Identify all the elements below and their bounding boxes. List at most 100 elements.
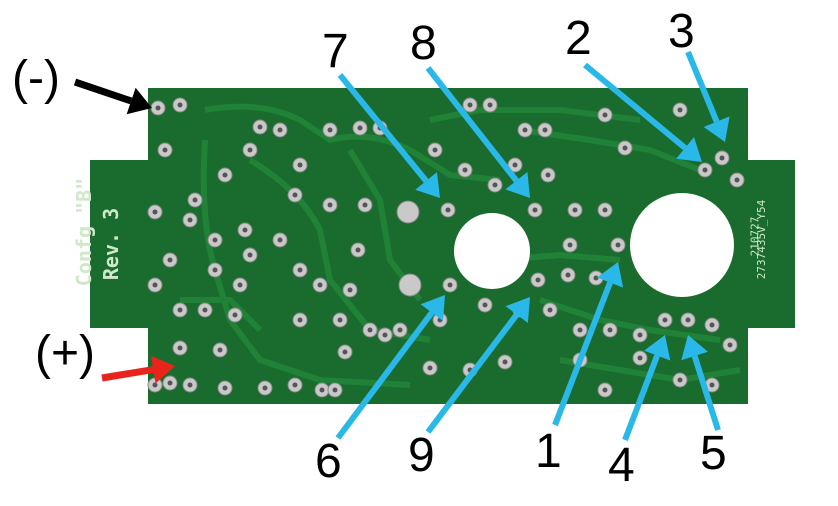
large-hole-right xyxy=(630,193,734,297)
pad-hole xyxy=(202,307,208,313)
arrow-pin-9-shaft xyxy=(425,312,520,434)
arrow-pin-1-shaft xyxy=(552,281,613,427)
arrow-pin-6-shaft xyxy=(335,310,435,440)
pad-hole xyxy=(615,242,621,248)
label-pin-1: 1 xyxy=(535,425,562,478)
arrow-pin-9-head xyxy=(505,297,530,323)
pad-hole xyxy=(565,272,571,278)
pad-hole xyxy=(277,127,283,133)
pad-hole xyxy=(247,147,253,153)
large-hole-left xyxy=(454,213,530,289)
label-pin-2: 2 xyxy=(565,12,592,65)
pad-hole xyxy=(577,327,583,333)
pad-hole xyxy=(542,127,548,133)
pad-hole xyxy=(607,327,613,333)
arrow-pin-3-shaft xyxy=(685,50,720,123)
pad-hole xyxy=(177,307,183,313)
label-plus: (+) xyxy=(35,327,95,380)
pad-hole xyxy=(567,242,573,248)
pad-hole xyxy=(152,382,158,388)
pad-hole xyxy=(177,102,183,108)
pad-hole xyxy=(535,277,541,283)
pad-hole xyxy=(257,124,263,130)
pad-hole xyxy=(212,267,218,273)
arrow-pin-8-shaft xyxy=(425,66,519,183)
pad-hole xyxy=(212,237,218,243)
pad-hole xyxy=(427,365,433,371)
silkscreen-config: Confg "B" xyxy=(72,177,97,287)
pad-hole xyxy=(162,147,168,153)
pad-hole xyxy=(327,127,333,133)
pad-hole xyxy=(685,317,691,323)
pad-hole xyxy=(167,380,173,386)
pad-hole xyxy=(662,317,668,323)
label-minus: (-) xyxy=(12,52,60,105)
pad-hole xyxy=(502,359,508,365)
pad-hole xyxy=(727,342,733,348)
pad-hole xyxy=(187,382,193,388)
arrow-plus-head xyxy=(151,355,175,384)
pad-hole xyxy=(447,282,453,288)
arrow-pin-1-head xyxy=(597,262,624,288)
pad-hole xyxy=(167,257,173,263)
pad-hole xyxy=(487,102,493,108)
pad-hole xyxy=(702,167,708,173)
pad-hole xyxy=(445,207,451,213)
pad-hole xyxy=(602,112,608,118)
arrow-pin-7-head xyxy=(415,172,440,198)
arrow-minus-head xyxy=(126,87,152,115)
pad-hole xyxy=(297,162,303,168)
arrow-pin-6-head xyxy=(420,295,445,322)
arrow-pin-2-head xyxy=(676,137,702,162)
arrow-pin-3-head xyxy=(703,116,730,142)
pad-hole xyxy=(222,385,228,391)
pad-hole xyxy=(222,172,228,178)
pad-hole xyxy=(152,282,158,288)
pad-hole xyxy=(432,147,438,153)
pad-hole xyxy=(337,317,343,323)
silkscreen-rev: Rev. 3 xyxy=(99,207,124,281)
pad-hole xyxy=(547,307,553,313)
pad-hole xyxy=(297,267,303,273)
pad-hole xyxy=(152,209,158,215)
pad-hole xyxy=(397,327,403,333)
pad-hole xyxy=(347,287,353,293)
arrow-pin-5-head xyxy=(681,335,708,361)
label-pin-4: 4 xyxy=(608,439,635,492)
arrow-pin-2-shaft xyxy=(583,62,687,151)
pad-hole xyxy=(677,107,683,113)
pad-hole xyxy=(719,155,725,161)
arrow-plus-shaft xyxy=(101,366,154,382)
pad-hole xyxy=(187,217,193,223)
pad-hole xyxy=(342,349,348,355)
pad-hole xyxy=(512,162,518,168)
pad-hole xyxy=(317,282,323,288)
pad-hole xyxy=(355,247,361,253)
pad-hole xyxy=(709,382,715,388)
pad-hole xyxy=(492,182,498,188)
arrow-minus-shaft xyxy=(73,78,133,105)
pad-hole xyxy=(177,345,183,351)
pad-hole xyxy=(522,127,528,133)
pad-hole xyxy=(467,102,473,108)
pad-hole xyxy=(572,207,578,213)
solder-pads xyxy=(147,97,745,398)
pad-hole xyxy=(462,167,468,173)
pad-hole xyxy=(217,347,223,353)
label-pin-6: 6 xyxy=(315,435,342,488)
arrow-pin-4-head xyxy=(644,335,671,361)
pad-hole xyxy=(332,387,338,393)
arrow-pin-7-shaft xyxy=(337,73,429,183)
pad-hole xyxy=(262,385,268,391)
pad-hole xyxy=(602,207,608,213)
label-pin-8: 8 xyxy=(410,17,437,70)
pad-hole xyxy=(247,252,253,258)
pad-hole xyxy=(677,377,683,383)
pad-hole xyxy=(319,387,325,393)
arrow-pin-5-shaft xyxy=(691,355,721,431)
pad-hole xyxy=(734,177,740,183)
pad-hole xyxy=(327,202,333,208)
large-pad xyxy=(398,273,422,297)
